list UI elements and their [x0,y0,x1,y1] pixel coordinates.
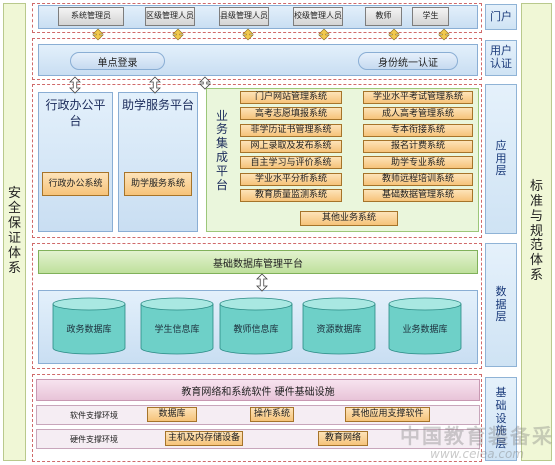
app-band [32,84,482,238]
admin-platform-panel [38,92,113,232]
database-label-4: 业务数据库 [402,323,447,335]
layer-infra-text: 基础设施层 [495,386,507,450]
portal-role-5[interactable]: 学生 [412,7,449,26]
security-system-label: 安全保证体系 [7,186,21,276]
hardware-env-label: 硬件支撑环境 [70,434,118,444]
layer-data-text: 数据层 [495,285,507,324]
business-system-right-5[interactable]: 教师远程培训系统 [363,172,473,186]
db-platform-bar[interactable]: 基础数据库管理平台 [38,250,478,274]
auth-admin-arrow [69,76,81,94]
business-system-right-3[interactable]: 报名计费系统 [363,139,473,153]
standards-system-bar: 标准与规范体系 [521,3,552,461]
business-system-left-0[interactable]: 门户网站管理系统 [240,91,342,104]
business-system-left-2[interactable]: 非学历证书管理系统 [240,123,342,137]
auth-band [32,38,482,80]
security-system-bar: 安全保证体系 [3,3,26,461]
business-system-left-5[interactable]: 学业水平分析系统 [240,172,342,186]
auth-study-arrow [149,76,161,94]
layer-label-infra: 基础设施层 [485,377,517,461]
portal-auth-arrow-4 [388,28,400,41]
unified-auth-label: 身份统一认证 [378,57,438,69]
layer-label-portal: 门户 [485,4,517,30]
business-platform-title-text: 业务集成平台 [215,108,228,192]
layer-label-auth: 用户认证 [485,40,517,76]
business-platform-title: 业务集成平台 [212,96,232,206]
software-item-2[interactable]: 其他应用支撑软件 [345,407,430,422]
watermark-url: www.ceiea.com [430,447,524,461]
database-label-0: 政务数据库 [66,323,111,335]
business-system-left-4[interactable]: 自主学习与评价系统 [240,156,342,170]
hardware-item-1[interactable]: 教育网络 [318,431,368,446]
dbplatform-database-arrow [256,273,268,292]
database-label-1: 学生信息库 [154,323,199,335]
business-system-right-6[interactable]: 基础数据管理系统 [363,188,473,202]
portal-auth-arrow-0 [92,28,104,41]
database-cylinder-2[interactable]: 教师信息库 [219,297,293,355]
portal-band [32,3,482,33]
admin-system-label: 行政办公系统 [48,178,103,189]
business-system-left-1[interactable]: 高考志愿填报系统 [240,107,342,121]
layer-auth-text: 用户认证 [490,44,512,70]
standards-system-label: 标准与规范体系 [529,178,543,284]
study-system-label: 助学服务系统 [130,178,185,189]
portal-auth-arrow-5 [438,28,450,41]
business-system-right-0[interactable]: 学业水平考试管理系统 [363,91,473,104]
hardware-env-row [36,429,480,449]
portal-auth-arrow-1 [172,28,184,41]
portal-auth-arrow-3 [318,28,330,41]
database-label-3: 资源数据库 [316,323,361,335]
business-system-left-3[interactable]: 网上录取及发布系统 [240,139,342,153]
software-item-1[interactable]: 操作系统 [250,407,294,422]
portal-auth-arrow-2 [242,28,254,41]
auth-business-arrow [199,76,211,90]
portal-role-2[interactable]: 县级管理人员 [219,7,269,26]
business-system-right-2[interactable]: 专本衔接系统 [363,123,473,137]
study-system-box[interactable]: 助学服务系统 [124,172,192,196]
single-login-box[interactable]: 单点登录 [70,52,165,70]
admin-system-box[interactable]: 行政办公系统 [42,172,109,196]
software-item-0[interactable]: 数据库 [147,407,197,422]
study-platform-panel [118,92,198,232]
database-cylinder-3[interactable]: 资源数据库 [302,297,376,355]
layer-label-data: 数据层 [485,243,517,367]
layer-portal-text: 门户 [490,9,512,23]
infra-title-bar: 教育网络和系统软件 硬件基础设施 [36,379,480,401]
study-platform-title: 助学服务平台 [121,98,194,112]
portal-role-0[interactable]: 系统管理员 [58,7,124,26]
portal-role-4[interactable]: 教师 [365,7,402,26]
admin-platform-title: 行政办公平台 [45,98,106,128]
other-business-label: 其他业务系统 [321,213,376,224]
unified-auth-box[interactable]: 身份统一认证 [358,52,458,70]
database-label-2: 教师信息库 [233,323,278,335]
portal-role-3[interactable]: 校级管理人员 [293,7,343,26]
business-system-left-6[interactable]: 教育质量监测系统 [240,188,342,202]
infra-band [32,374,482,462]
database-cylinders: 政务数据库 学生信息库 教师信息库 资源数据库 业务数据库 [52,297,462,355]
hardware-item-0[interactable]: 主机及内存储设备 [165,431,243,446]
other-business-box[interactable]: 其他业务系统 [300,211,398,226]
single-login-label: 单点登录 [97,57,138,69]
business-system-right-1[interactable]: 成人高考管理系统 [363,107,473,121]
database-cylinder-1[interactable]: 学生信息库 [140,297,214,355]
database-cylinder-0[interactable]: 政务数据库 [52,297,126,355]
software-env-label: 软件支撑环境 [70,410,118,420]
database-cylinder-4[interactable]: 业务数据库 [388,297,462,355]
layer-label-app: 应用层 [485,84,517,234]
portal-role-1[interactable]: 区级管理人员 [145,7,195,26]
business-system-right-4[interactable]: 助学专业系统 [363,156,473,170]
infra-title-label: 教育网络和系统软件 硬件基础设施 [181,386,335,398]
watermark-text: 中国教育装备采 [400,424,554,448]
data-band [32,243,482,369]
db-platform-label: 基础数据库管理平台 [213,258,303,270]
layer-app-text: 应用层 [495,139,507,178]
